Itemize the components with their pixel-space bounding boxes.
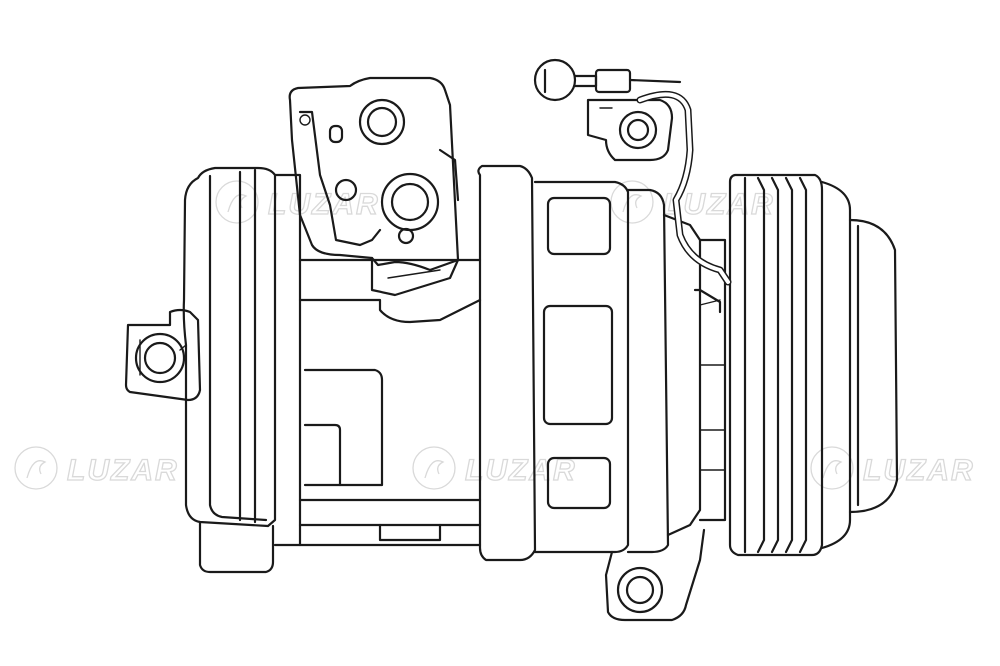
luzar-logo-icon (412, 446, 456, 490)
mounting-hole-icon (134, 332, 186, 384)
front-housing (626, 188, 727, 554)
luzar-logo-icon (14, 446, 58, 490)
middle-housing (477, 164, 630, 562)
connector-plug-icon (533, 58, 577, 102)
left-mounting-ear (124, 308, 202, 402)
rear-housing (179, 166, 277, 574)
discharge-port-icon (380, 172, 440, 232)
housing-panel-lower (546, 456, 612, 510)
watermark-brand-text: LUZAR (268, 188, 380, 221)
compressor-body (273, 173, 482, 547)
luzar-logo-icon (610, 180, 654, 224)
bottom-mounting-ear (604, 528, 706, 622)
sensor-wire (636, 90, 732, 286)
watermark-top-left: LUZAR (215, 180, 380, 224)
port-block (288, 76, 460, 297)
watermark-top-right: LUZAR (610, 180, 773, 224)
luzar-logo-icon (810, 446, 854, 490)
clutch-pulley (728, 173, 899, 557)
watermark-bottom-right: LUZAR (810, 446, 975, 490)
watermark-brand-text: LUZAR (67, 454, 179, 487)
housing-panel-upper (546, 196, 612, 256)
luzar-logo-icon (215, 180, 259, 224)
watermark-bottom-center: LUZAR (412, 446, 575, 490)
suction-port-icon (358, 98, 406, 146)
electrical-connector (533, 58, 682, 162)
watermark-brand-text: LUZAR (863, 454, 975, 487)
mounting-hole-icon (616, 566, 664, 614)
watermark-bottom-left: LUZAR (14, 446, 179, 490)
connector-bolt-icon (618, 110, 658, 150)
housing-panel-middle (542, 304, 614, 426)
